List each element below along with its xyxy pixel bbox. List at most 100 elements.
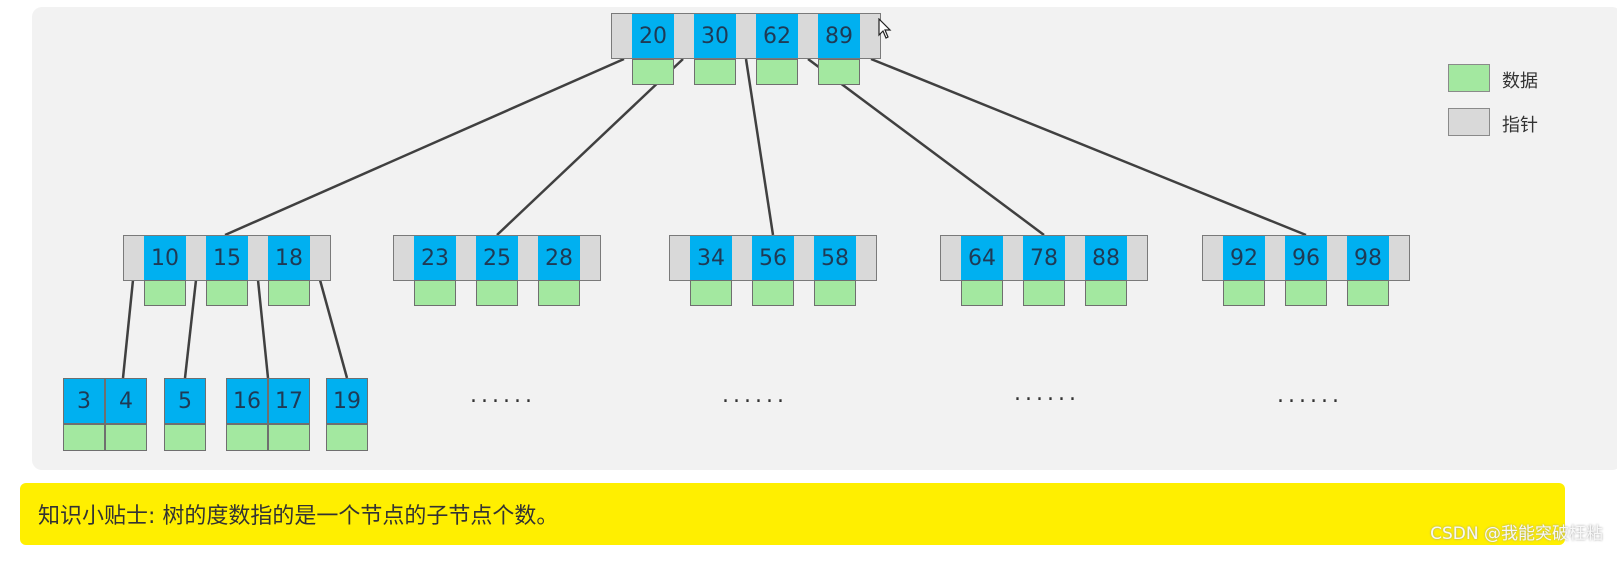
key-cell: 18: [268, 236, 310, 280]
key-cell: 62: [756, 14, 798, 58]
pointer-cell: [1203, 236, 1223, 280]
pointer-cell: [1127, 236, 1147, 280]
data-cell: [756, 59, 798, 85]
key-cell: 19: [326, 378, 368, 424]
pointer-cell: [856, 236, 876, 280]
key-cell: 23: [414, 236, 456, 280]
key-cell: 64: [961, 236, 1003, 280]
edge-root-c1: [224, 57, 625, 237]
data-cell: [1347, 280, 1389, 306]
tip-banner: 知识小贴士: 树的度数指的是一个节点的子节点个数。: [20, 483, 1565, 545]
pointer-cell: [124, 236, 144, 280]
data-cell: [326, 424, 368, 451]
data-cell: [694, 59, 736, 85]
key-cell: 56: [752, 236, 794, 280]
ellipsis-2: ......: [470, 383, 536, 408]
data-cell: [1085, 280, 1127, 306]
pointer-cell: [518, 236, 538, 280]
leaf-node-1: 3 4: [63, 378, 147, 451]
data-cell: [961, 280, 1003, 306]
key-cell: 98: [1347, 236, 1389, 280]
edge-root-c3: [744, 58, 775, 236]
level2-node-4: 64 78 88: [940, 235, 1148, 281]
data-cell: [538, 280, 580, 306]
data-cell: [226, 424, 268, 451]
ellipsis-4: ......: [1014, 381, 1080, 406]
pointer-cell: [1389, 236, 1409, 280]
pointer-cell: [1065, 236, 1085, 280]
data-cell: [1285, 280, 1327, 306]
pointer-cell: [310, 236, 330, 280]
key-cell: 17: [268, 378, 310, 424]
data-cell: [476, 280, 518, 306]
legend-pointer-swatch: [1448, 108, 1490, 136]
edge-n1-l4: [318, 279, 349, 379]
data-cell: [414, 280, 456, 306]
key-cell: 30: [694, 14, 736, 58]
key-cell: 5: [164, 378, 206, 424]
key-cell: 15: [206, 236, 248, 280]
pointer-cell: [798, 14, 818, 58]
data-cell: [105, 424, 147, 451]
legend-pointer-label: 指针: [1502, 115, 1538, 136]
key-cell: 10: [144, 236, 186, 280]
key-cell: 28: [538, 236, 580, 280]
pointer-cell: [248, 236, 268, 280]
leaf-node-2: 5: [164, 378, 206, 451]
edge-root-c2: [496, 58, 684, 236]
key-cell: 89: [818, 14, 860, 58]
ellipsis-5: ......: [1277, 383, 1343, 408]
data-cell: [1223, 280, 1265, 306]
pointer-cell: [1327, 236, 1347, 280]
mouse-cursor-icon: [878, 18, 892, 39]
watermark: CSDN @我能突破枉粘: [1430, 524, 1603, 544]
leaf-node-4: 19: [326, 378, 368, 451]
key-cell: 20: [632, 14, 674, 58]
edge-n1-l1: [121, 279, 135, 379]
data-cell: [63, 424, 105, 451]
level2-node-3: 34 56 58: [669, 235, 877, 281]
pointer-cell: [860, 14, 880, 58]
pointer-cell: [186, 236, 206, 280]
key-cell: 34: [690, 236, 732, 280]
legend-data-swatch: [1448, 64, 1490, 92]
key-cell: 3: [63, 378, 105, 424]
pointer-cell: [1265, 236, 1285, 280]
key-cell: 16: [226, 378, 268, 424]
pointer-cell: [394, 236, 414, 280]
pointer-cell: [670, 236, 690, 280]
data-cell: [144, 280, 186, 306]
data-cell: [818, 59, 860, 85]
data-cell: [206, 280, 248, 306]
pointer-cell: [1003, 236, 1023, 280]
root-node: 20 30 62 89: [611, 13, 881, 59]
edge-n1-l2: [183, 279, 198, 379]
data-cell: [164, 424, 206, 451]
key-cell: 88: [1085, 236, 1127, 280]
level2-node-2: 23 25 28: [393, 235, 601, 281]
key-cell: 78: [1023, 236, 1065, 280]
level2-node-5: 92 96 98: [1202, 235, 1410, 281]
pointer-cell: [612, 14, 632, 58]
pointer-cell: [580, 236, 600, 280]
data-cell: [632, 59, 674, 85]
key-cell: 4: [105, 378, 147, 424]
edge-root-c4: [807, 57, 1045, 237]
pointer-cell: [456, 236, 476, 280]
pointer-cell: [794, 236, 814, 280]
pointer-cell: [732, 236, 752, 280]
edge-n1-l3: [256, 279, 270, 379]
key-cell: 96: [1285, 236, 1327, 280]
data-cell: [268, 424, 310, 451]
level2-node-1: 10 15 18: [123, 235, 331, 281]
data-cell: [1023, 280, 1065, 306]
legend-data-label: 数据: [1502, 71, 1538, 92]
key-cell: 58: [814, 236, 856, 280]
data-cell: [690, 280, 732, 306]
pointer-cell: [674, 14, 694, 58]
data-cell: [814, 280, 856, 306]
leaf-node-3: 16 17: [226, 378, 310, 451]
data-cell: [268, 280, 310, 306]
key-cell: 25: [476, 236, 518, 280]
